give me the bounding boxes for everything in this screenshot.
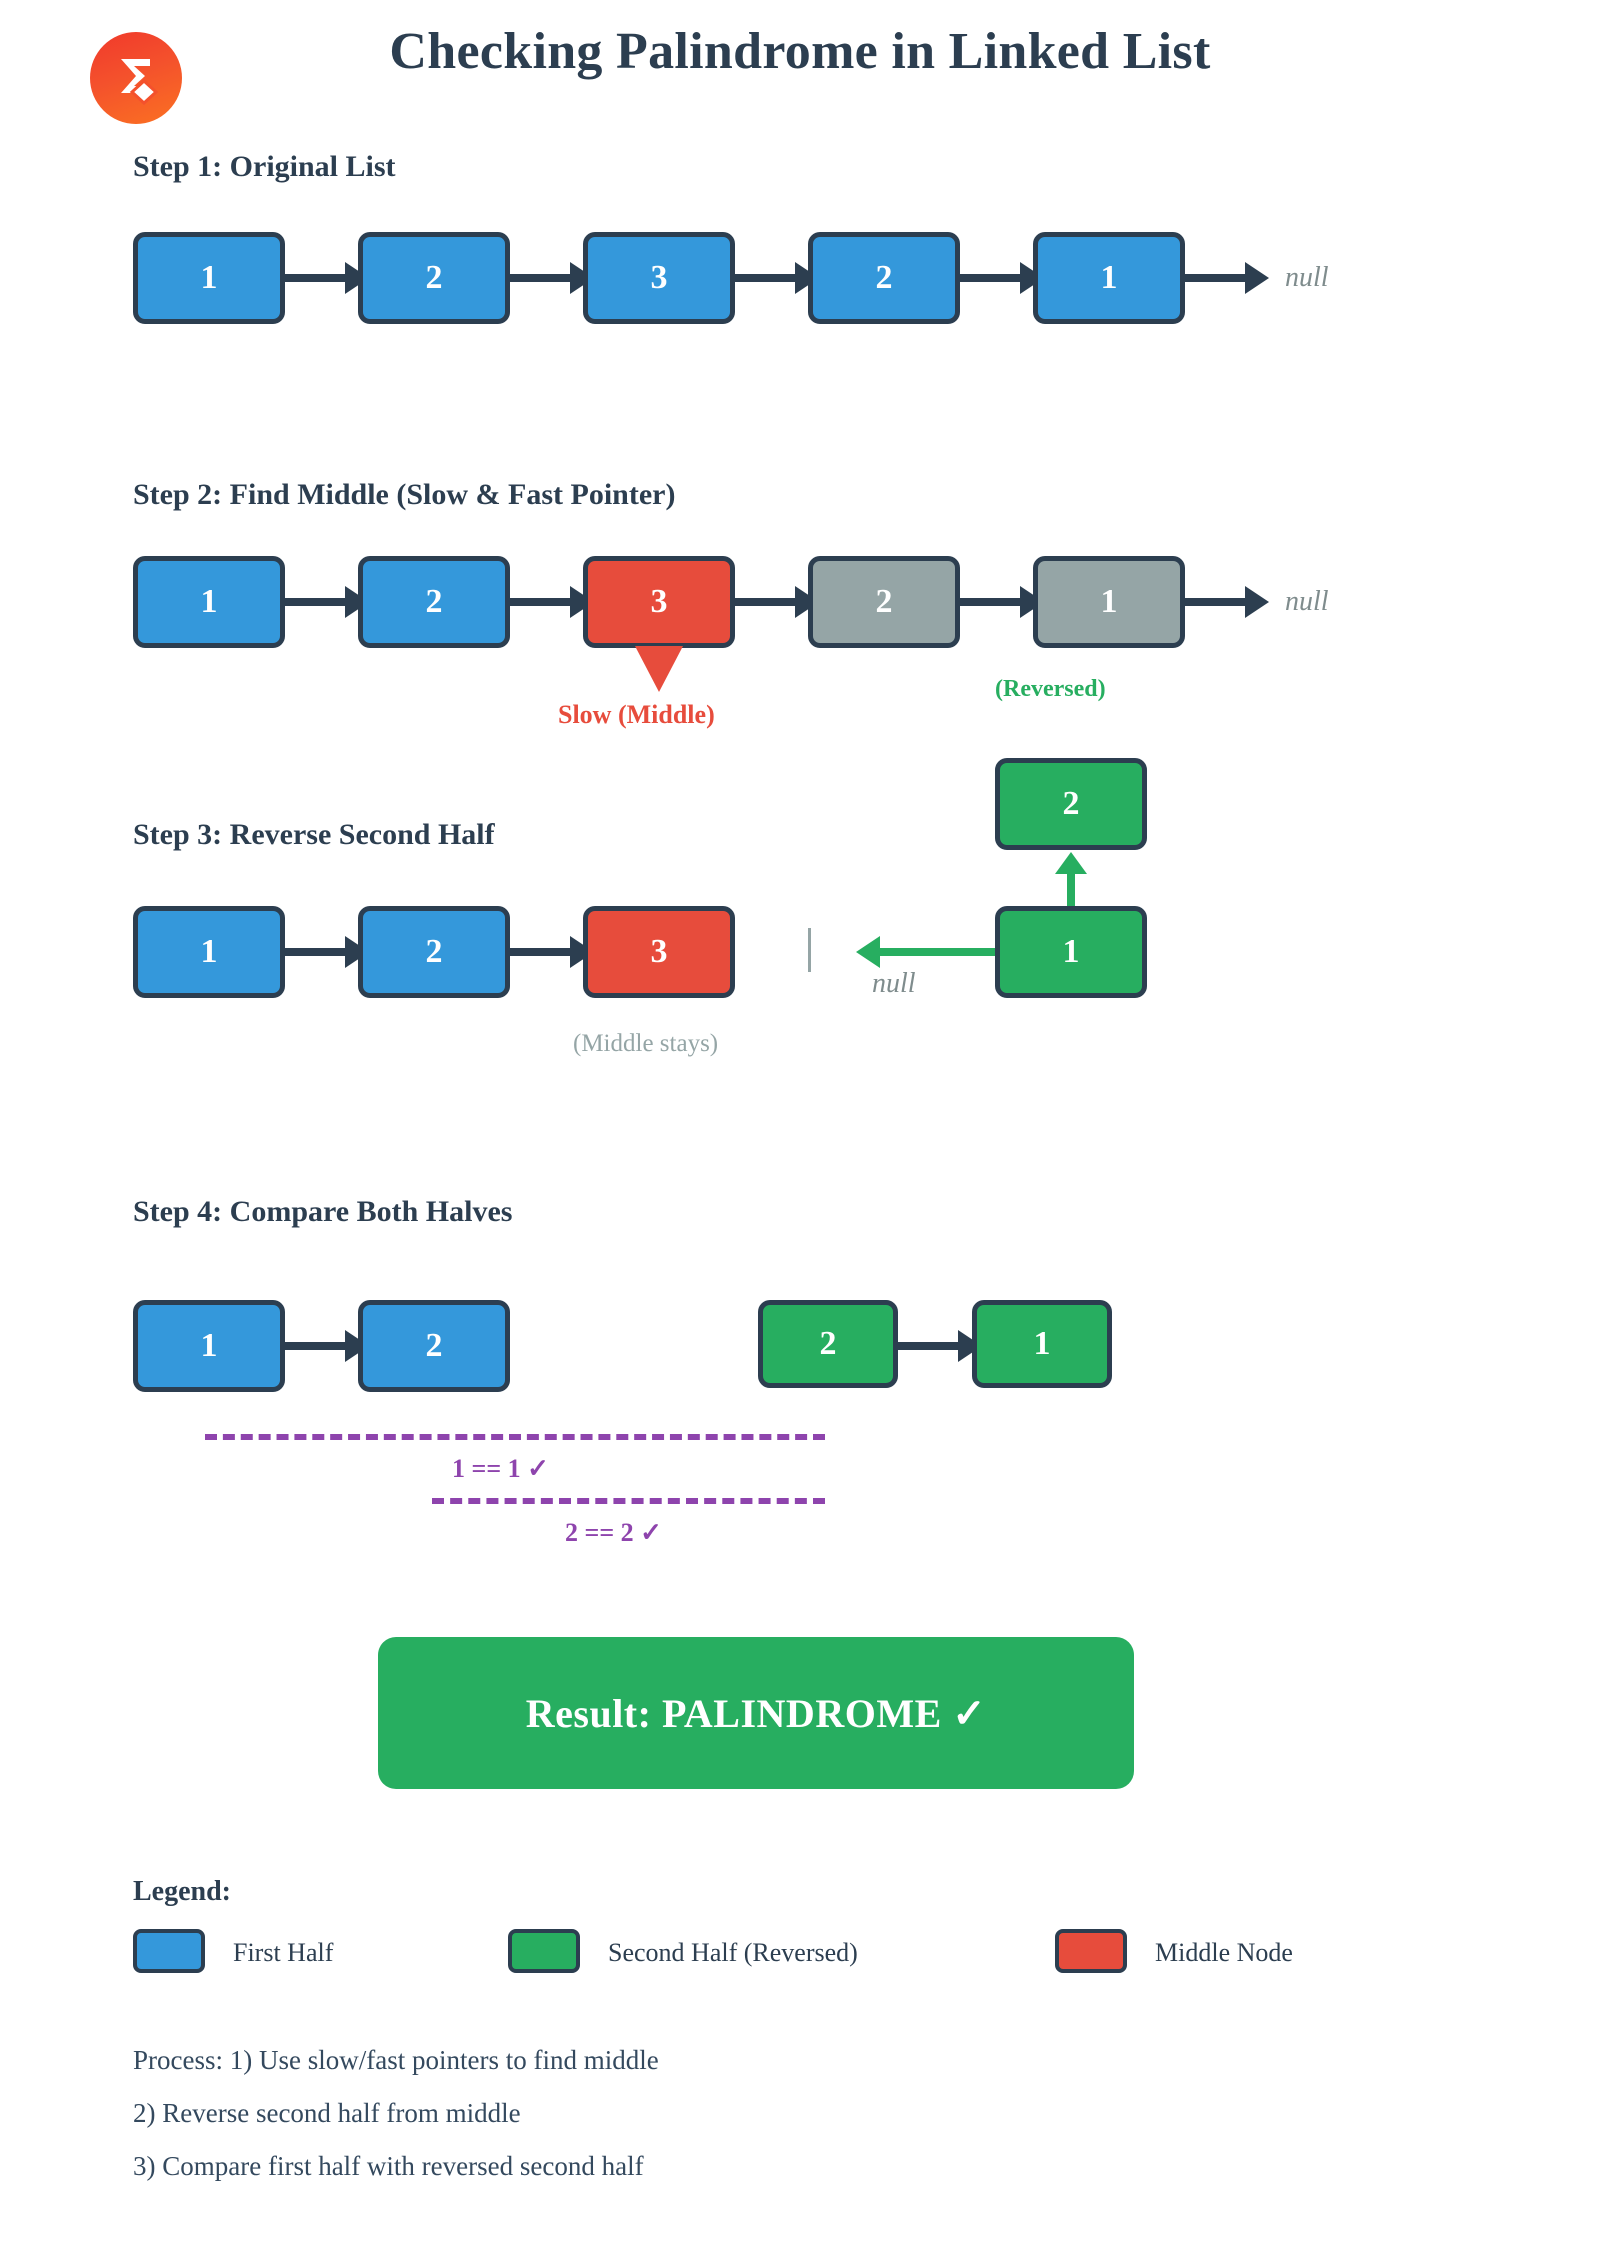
step1-node-1: 2 xyxy=(358,232,510,324)
step3-node-1: 2 xyxy=(358,906,510,998)
step1-null-label: null xyxy=(1285,262,1329,293)
step4-left-node-1: 2 xyxy=(358,1300,510,1392)
step1-arrow-3 xyxy=(960,274,1022,282)
step-1-title: Step 1: Original List xyxy=(133,150,396,183)
step3-arrow-1 xyxy=(510,948,572,956)
step2-node-1: 2 xyxy=(358,556,510,648)
step3-node-middle: 3 xyxy=(583,906,735,998)
step4-right-node-0: 2 xyxy=(758,1300,898,1388)
process-line-2: 2) Reverse second half from middle xyxy=(133,2098,521,2128)
step4-right-node-1: 1 xyxy=(972,1300,1112,1388)
step2-node-middle: 3 xyxy=(583,556,735,648)
step3-divider xyxy=(808,928,811,972)
step-3-title: Step 3: Reverse Second Half xyxy=(133,818,495,851)
legend-swatch-second-half xyxy=(508,1929,580,1973)
step3-reverse-link-arrow xyxy=(1067,872,1075,906)
step2-arrow-2 xyxy=(735,598,797,606)
result-banner: Result: PALINDROME ✓ xyxy=(378,1637,1134,1789)
step2-arrow-3 xyxy=(960,598,1022,606)
process-line-1: Process: 1) Use slow/fast pointers to fi… xyxy=(133,2045,659,2075)
step2-tail-arrow xyxy=(1185,598,1247,606)
step1-node-0: 1 xyxy=(133,232,285,324)
reversed-label: (Reversed) xyxy=(995,676,1106,702)
legend-title: Legend: xyxy=(133,1876,231,1907)
step3-node-0: 1 xyxy=(133,906,285,998)
step1-node-4: 1 xyxy=(1033,232,1185,324)
legend-label-middle-node: Middle Node xyxy=(1155,1938,1293,1967)
compare-label-1: 2 == 2 ✓ xyxy=(565,1518,662,1547)
sigma-diamond-logo-icon xyxy=(90,32,182,124)
step2-node-4: 1 xyxy=(1033,556,1185,648)
step4-right-arrow xyxy=(898,1342,960,1350)
step1-arrow-1 xyxy=(510,274,572,282)
compare-line-1 xyxy=(432,1498,825,1504)
slow-pointer-icon xyxy=(635,646,683,692)
step3-arrow-0 xyxy=(285,948,347,956)
legend-label-second-half: Second Half (Reversed) xyxy=(608,1938,858,1967)
process-line-3: 3) Compare first half with reversed seco… xyxy=(133,2151,644,2181)
legend-swatch-middle-node xyxy=(1055,1929,1127,1973)
step2-node-0: 1 xyxy=(133,556,285,648)
step1-arrow-2 xyxy=(735,274,797,282)
step1-arrow-0 xyxy=(285,274,347,282)
step2-null-label: null xyxy=(1285,586,1329,617)
compare-line-0 xyxy=(205,1434,825,1440)
legend-label-first-half: First Half xyxy=(233,1938,334,1967)
legend-swatch-first-half xyxy=(133,1929,205,1973)
step2-arrow-0 xyxy=(285,598,347,606)
step3-reversed-bottom-node: 1 xyxy=(995,906,1147,998)
step-2-title: Step 2: Find Middle (Slow & Fast Pointer… xyxy=(133,478,676,511)
step1-node-2: 3 xyxy=(583,232,735,324)
step3-null-arrow xyxy=(878,948,995,956)
step3-reversed-top-node: 2 xyxy=(995,758,1147,850)
step-4-title: Step 4: Compare Both Halves xyxy=(133,1195,513,1228)
step1-node-3: 2 xyxy=(808,232,960,324)
middle-stays-label: (Middle stays) xyxy=(573,1030,719,1057)
step4-left-arrow xyxy=(285,1342,347,1350)
step1-tail-arrow xyxy=(1185,274,1247,282)
step2-node-3: 2 xyxy=(808,556,960,648)
compare-label-0: 1 == 1 ✓ xyxy=(452,1454,549,1483)
page-title: Checking Palindrome in Linked List xyxy=(389,23,1211,80)
step2-arrow-1 xyxy=(510,598,572,606)
step4-left-node-0: 1 xyxy=(133,1300,285,1392)
slow-pointer-label: Slow (Middle) xyxy=(558,700,715,729)
step3-null-label: null xyxy=(872,968,916,999)
